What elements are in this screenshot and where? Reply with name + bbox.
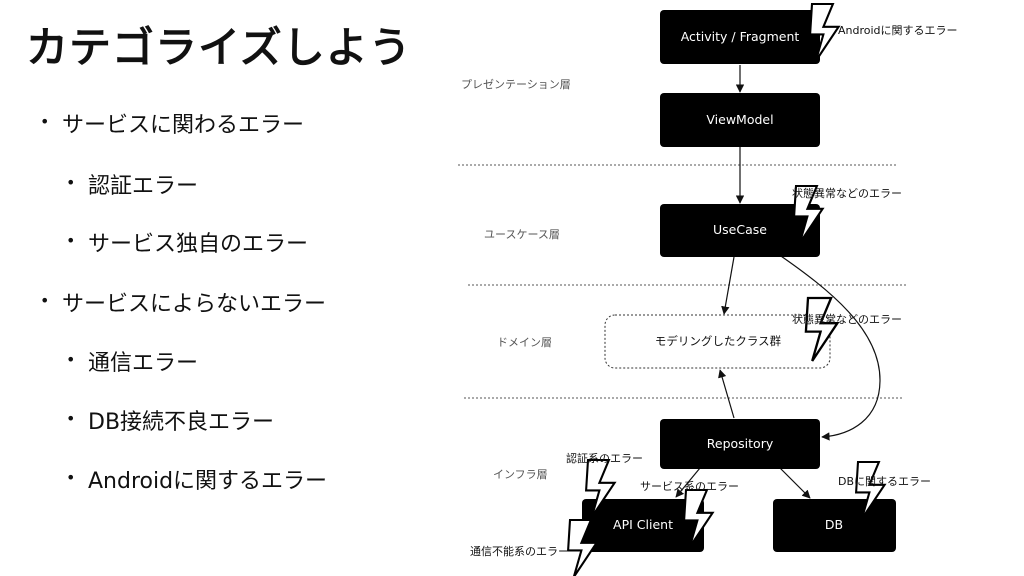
error-label-android: Androidに関するエラー (838, 24, 958, 37)
layer-label-usecase: ユースケース層 (484, 228, 560, 241)
error-label-db: DBに関するエラー (838, 475, 931, 488)
node-usecase: UseCase (660, 204, 820, 257)
bullet-item: DB接続不良エラー (66, 404, 274, 436)
svg-text:Repository: Repository (707, 436, 774, 451)
bullet-item: 通信エラー (66, 345, 198, 377)
arrow-usecase-repository (777, 253, 881, 441)
node-api-client: API Client (582, 499, 704, 552)
svg-text:DB: DB (825, 517, 843, 532)
layer-label-domain: ドメイン層 (497, 336, 552, 349)
error-label-auth: 認証系のエラー (566, 451, 643, 465)
bullet-item: サービスに関わるエラー (40, 107, 304, 139)
bullet-item: 認証エラー (66, 168, 198, 200)
arrow-repository-db (779, 467, 811, 499)
node-model-classes: モデリングしたクラス群 (604, 314, 831, 369)
node-activity-fragment: Activity / Fragment (660, 10, 820, 64)
arrow-repository-apiclient (675, 467, 701, 498)
error-label-service: サービス系のエラー (640, 480, 739, 493)
node-db: DB (773, 499, 896, 552)
layer-label-infra: インフラ層 (493, 468, 548, 481)
svg-text:UseCase: UseCase (713, 222, 767, 237)
svg-text:ViewModel: ViewModel (706, 112, 773, 127)
node-viewmodel: ViewModel (660, 93, 820, 147)
arrow-repository-model (718, 369, 735, 419)
error-label-network: 通信不能系のエラー (470, 544, 569, 558)
error-label-state: 状態異常などのエラー (792, 312, 902, 326)
bullet-item: サービス独自のエラー (66, 226, 308, 258)
slide-title: カテゴライズしよう (26, 23, 412, 72)
svg-text:モデリングしたクラス群: モデリングしたクラス群 (655, 334, 782, 348)
layer-label-presentation: プレゼンテーション層 (461, 78, 571, 91)
error-label-state: 状態異常などのエラー (792, 186, 902, 200)
node-repository: Repository (660, 419, 820, 469)
bullet-item: Androidに関するエラー (66, 463, 327, 495)
svg-text:Activity / Fragment: Activity / Fragment (681, 29, 800, 44)
bullet-item: サービスによらないエラー (40, 286, 326, 318)
svg-text:API Client: API Client (613, 517, 673, 532)
arrow-usecase-model (721, 256, 735, 315)
